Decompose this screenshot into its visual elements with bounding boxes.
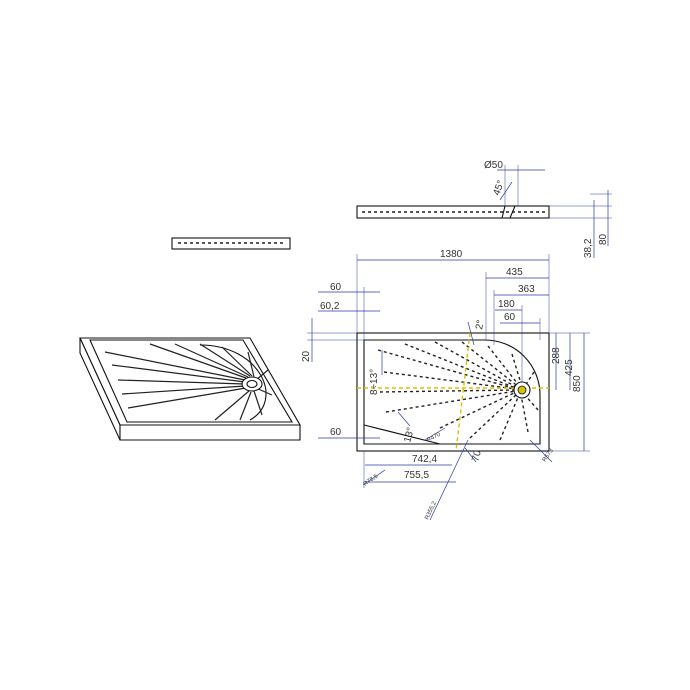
plan-inner-rim [363,339,541,445]
front-profile-body [171,237,291,250]
iso-grooves [104,343,273,421]
dim-line-slope-13 [397,411,411,427]
dim-20: 20 [301,350,312,362]
dim-line-70 [464,447,477,463]
plan-grooves [377,341,539,441]
dim-363: 363 [518,284,535,295]
iso-inner-rim [89,339,293,423]
dim-overall-width: 850 [572,375,583,392]
plan-centerline-vertical [455,332,471,452]
dim-line-drain-angle [499,181,513,201]
dim-425: 425 [564,359,575,376]
dim-742-4: 742,4 [412,454,437,465]
iso-drain-ring [241,376,263,392]
dim-line-r-small [362,469,386,486]
dim-60-top: 60 [504,312,516,323]
dim-slope-8-13: 8÷13° [369,369,380,395]
iso-drain-icon [246,379,258,389]
plan-view [356,332,550,452]
dim-60-left-bottom: 60 [330,427,342,438]
dim-755-5: 755,5 [404,470,429,481]
dim-slope-13: 13° [402,426,417,443]
dim-288: 288 [551,347,562,364]
profile-drain-cut-2 [509,205,516,219]
dim-slope-2: 2° [474,319,486,330]
dim-line-r-large [429,439,469,521]
plan-wedge-edge [363,424,441,445]
dim-60-2: 60,2 [320,301,340,312]
drain-icon [517,385,527,395]
iso-front-face [119,424,301,441]
dim-180: 180 [498,299,515,310]
iso-round-zone [199,344,267,421]
dim-overall-length: 1380 [440,249,463,260]
dim-line-r-right [529,439,553,463]
dim-435: 435 [506,267,523,278]
dim-line-slope-2 [467,321,475,346]
isometric-view [79,337,301,441]
dim-60-left-top: 60 [330,282,342,293]
dim-drain-angle: 45° [491,179,507,197]
profile-drain-cut [501,205,506,219]
side-profile-view: Ø50 45° 38,2 80 [356,160,612,258]
dim-line-r-mid [424,427,446,441]
dim-edge-height: 38,2 [583,238,594,258]
dim-drain-diameter: Ø50 [484,160,503,171]
front-profile-view [171,237,291,250]
dim-total-height: 80 [598,233,609,245]
